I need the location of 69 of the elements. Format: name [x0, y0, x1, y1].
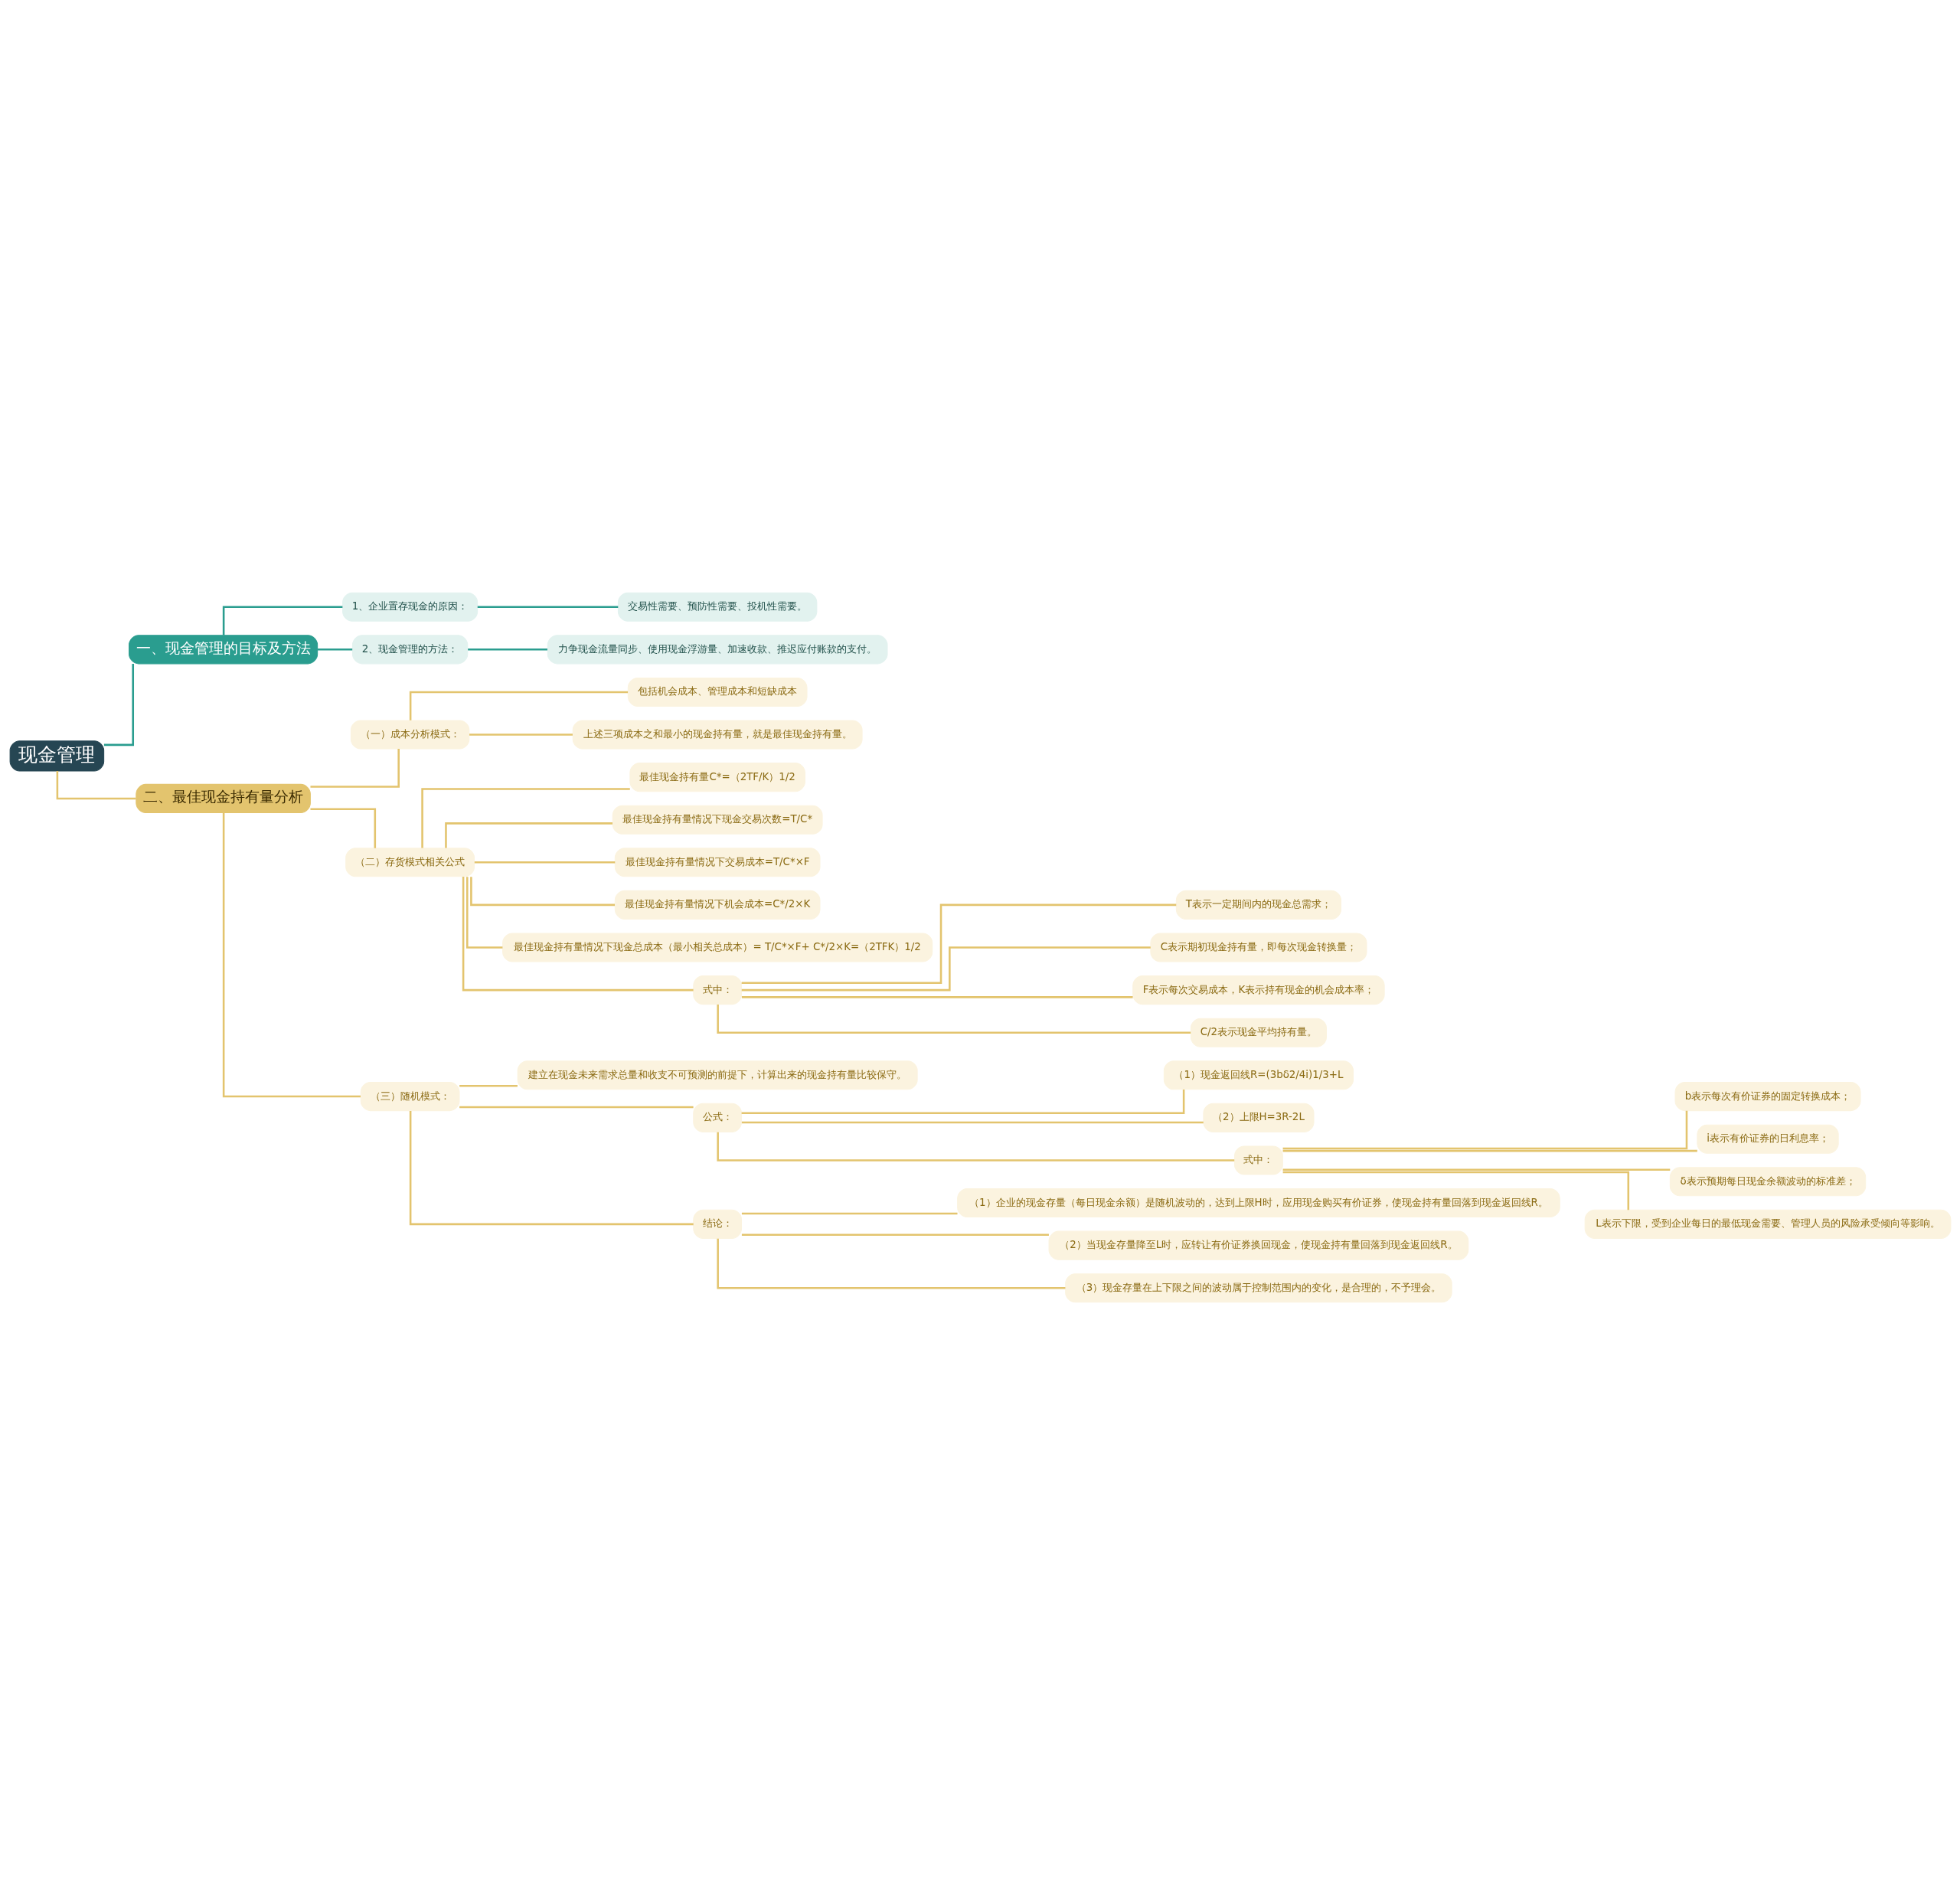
node-box: i表示有价证券的日利息率； [1696, 1124, 1839, 1154]
connector [477, 606, 618, 608]
connector [1282, 1149, 1697, 1152]
node-box: 结论： [692, 1209, 742, 1239]
node-box: 最佳现金持有量情况下现金交易次数=T/C* [612, 805, 823, 835]
connector [222, 812, 361, 1098]
connector [716, 1004, 1191, 1034]
node-box: 二、最佳现金持有量分析 [135, 783, 311, 813]
connector [1282, 1171, 1629, 1211]
connector [222, 606, 342, 635]
connector [467, 649, 547, 651]
node-box: （2）当现金存量降至L时，应转让有价证券换回现金，使现金持有量回落到现金返回线R。 [1048, 1230, 1468, 1260]
node-box: δ表示预期每日现金余额波动的标准差； [1669, 1167, 1866, 1197]
node-box: （二）存货模式相关公式 [345, 848, 475, 877]
connector [741, 1233, 1049, 1237]
node-box: 2、现金管理的方法： [351, 635, 468, 665]
connector [409, 1110, 694, 1226]
node-box: 公式： [692, 1103, 742, 1132]
node-box: （2）上限H=3R-2L [1202, 1103, 1314, 1132]
node-box: （1）现金返回线R=(3bδ2/4i)1/3+L [1163, 1060, 1354, 1090]
node-box: C表示期初现金持有量，即每次现金转换量； [1149, 933, 1367, 962]
connector [466, 877, 502, 949]
connector [741, 1121, 1204, 1124]
connector [420, 788, 630, 848]
connector [741, 946, 1151, 992]
node-box: 上述三项成本之和最小的现金持有量，就是最佳现金持有量。 [572, 720, 863, 750]
node-box: 式中： [692, 975, 742, 1005]
connector [716, 1238, 1065, 1289]
connector [409, 691, 628, 720]
node-box: （1）企业的现金存量（每日现金余额）是随机波动的，达到上限H时，应用现金购买有价证券，使现金持有量回落到现金返回线R。 [956, 1188, 1560, 1218]
node-box: 一、现金管理的目标及方法 [128, 635, 318, 665]
node-box: L表示下限，受到企业每日的最低现金需要、管理人员的风险承受倾向等影响。 [1584, 1209, 1951, 1239]
node-box: （一）成本分析模式： [350, 720, 469, 750]
node-box: 最佳现金持有量情况下交易成本=T/C*×F [614, 848, 820, 877]
connector [716, 1132, 1234, 1162]
node-box: F表示每次交易成本，K表示持有现金的机会成本率； [1132, 975, 1385, 1005]
connector [317, 649, 352, 651]
node-box: 最佳现金持有量C*=（2TF/K）1/2 [629, 763, 805, 792]
connector [469, 733, 573, 736]
node-box: 包括机会成本、管理成本和短缺成本 [627, 677, 807, 707]
connector [1282, 1168, 1670, 1171]
connector [103, 663, 134, 747]
node-box: T表示一定期间内的现金总需求； [1175, 890, 1341, 920]
connector [474, 861, 615, 864]
connector [1282, 1110, 1687, 1150]
node-box: b表示每次有价证券的固定转换成本； [1674, 1082, 1860, 1112]
node-box: 式中： [1233, 1145, 1283, 1175]
connector [459, 1106, 694, 1109]
connector [462, 877, 694, 992]
connector [459, 1084, 518, 1087]
node-box: 最佳现金持有量情况下机会成本=C*/2×K [614, 890, 820, 920]
node-box: 现金管理 [9, 740, 104, 772]
connector [741, 903, 1176, 985]
connector [56, 771, 136, 800]
node-box: C/2表示现金平均持有量。 [1190, 1018, 1327, 1047]
connector [741, 996, 1133, 998]
node-box: 1、企业置存现金的原因： [341, 592, 478, 622]
connector [469, 877, 615, 907]
connector [444, 822, 612, 848]
node-box: 交易性需要、预防性需要、投机性需要。 [617, 592, 817, 622]
connector [741, 1089, 1184, 1114]
node-box: 建立在现金未来需求总量和收支不可预测的前提下，计算出来的现金持有量比较保守。 [517, 1060, 918, 1090]
connector [310, 749, 400, 788]
connector [741, 1212, 958, 1215]
connector [309, 808, 376, 848]
node-box: （三）随机模式： [360, 1082, 459, 1112]
node-box: （3）现金存量在上下限之间的波动属于控制范围内的变化，是合理的，不予理会。 [1064, 1273, 1452, 1303]
node-box: 力争现金流量同步、使用现金浮游量、加速收款、推迟应付账款的支付。 [547, 635, 888, 665]
node-box: 最佳现金持有量情况下现金总成本（最小相关总成本）= T/C*×F+ C*/2×K=（2TFK）1/2 [501, 933, 933, 962]
